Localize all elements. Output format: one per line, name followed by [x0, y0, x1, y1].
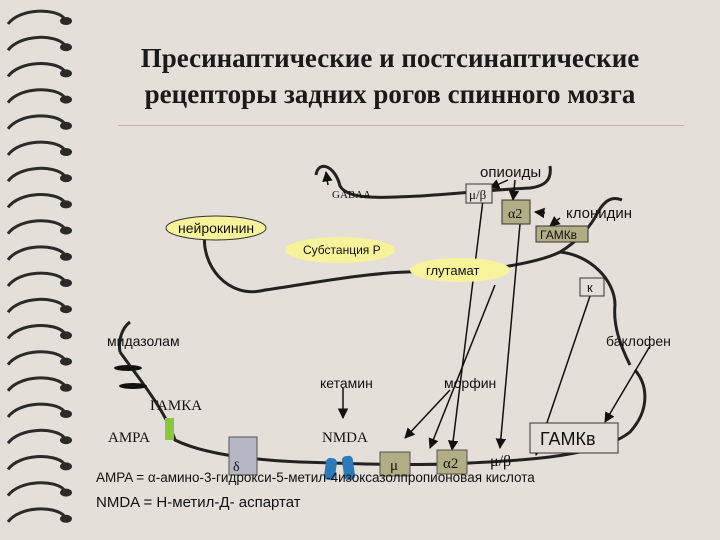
arrow-opioids-alpha2	[513, 180, 515, 200]
morphine-label: морфин	[444, 375, 496, 391]
arrow-alpha2-long	[500, 224, 520, 448]
midazolam-label: мидазолам	[107, 333, 180, 349]
gaba-b-big-label: ГАМКв	[540, 429, 596, 449]
ampa-definition: AMPA = α-амино-3-гидрокси-5-метил-4изокс…	[96, 470, 535, 485]
alpha2-top-label: α2	[508, 207, 522, 222]
ampa-label: AMPA	[108, 430, 150, 446]
arrow-clonidine-gaba-b	[550, 218, 560, 226]
substance-p-label: Субстанция Р	[303, 243, 381, 257]
arrow-glutamate-long	[430, 285, 495, 448]
opioids-label: опиоиды	[480, 164, 541, 181]
glutamate-label: глутамат	[426, 263, 479, 278]
nmda-label: NMDA	[322, 430, 368, 446]
ketamine-label: кетамин	[320, 375, 373, 391]
ampa-receptor	[165, 418, 174, 440]
nmda-definition: NMDA = Н-метил-Д- аспартат	[96, 494, 301, 511]
clonidine-label: клонидин	[566, 205, 632, 222]
gaba-a-channel-bar-2	[119, 383, 147, 389]
gaba-a-channel-bar-1	[114, 365, 142, 371]
arrow-opioids-mu-beta	[490, 180, 508, 188]
arrow-clonidine-alpha2	[535, 212, 545, 213]
mu-beta-top-label: μ/β	[469, 187, 487, 202]
mu-beta-bottom-label: μ/β	[490, 453, 511, 470]
gaba-a-label: ГАМКА	[150, 398, 202, 414]
gaba-b-small-label: ГАМКв	[540, 228, 577, 242]
neurokinin-label: нейрокинин	[178, 220, 254, 236]
kappa-label: к	[587, 280, 593, 295]
arrow-gaba-a-top	[326, 172, 328, 185]
baclofen-label: баклофен	[606, 333, 671, 349]
neuron-outline-upper	[204, 199, 622, 292]
gaba-a-top-label: GABAA	[332, 189, 371, 201]
